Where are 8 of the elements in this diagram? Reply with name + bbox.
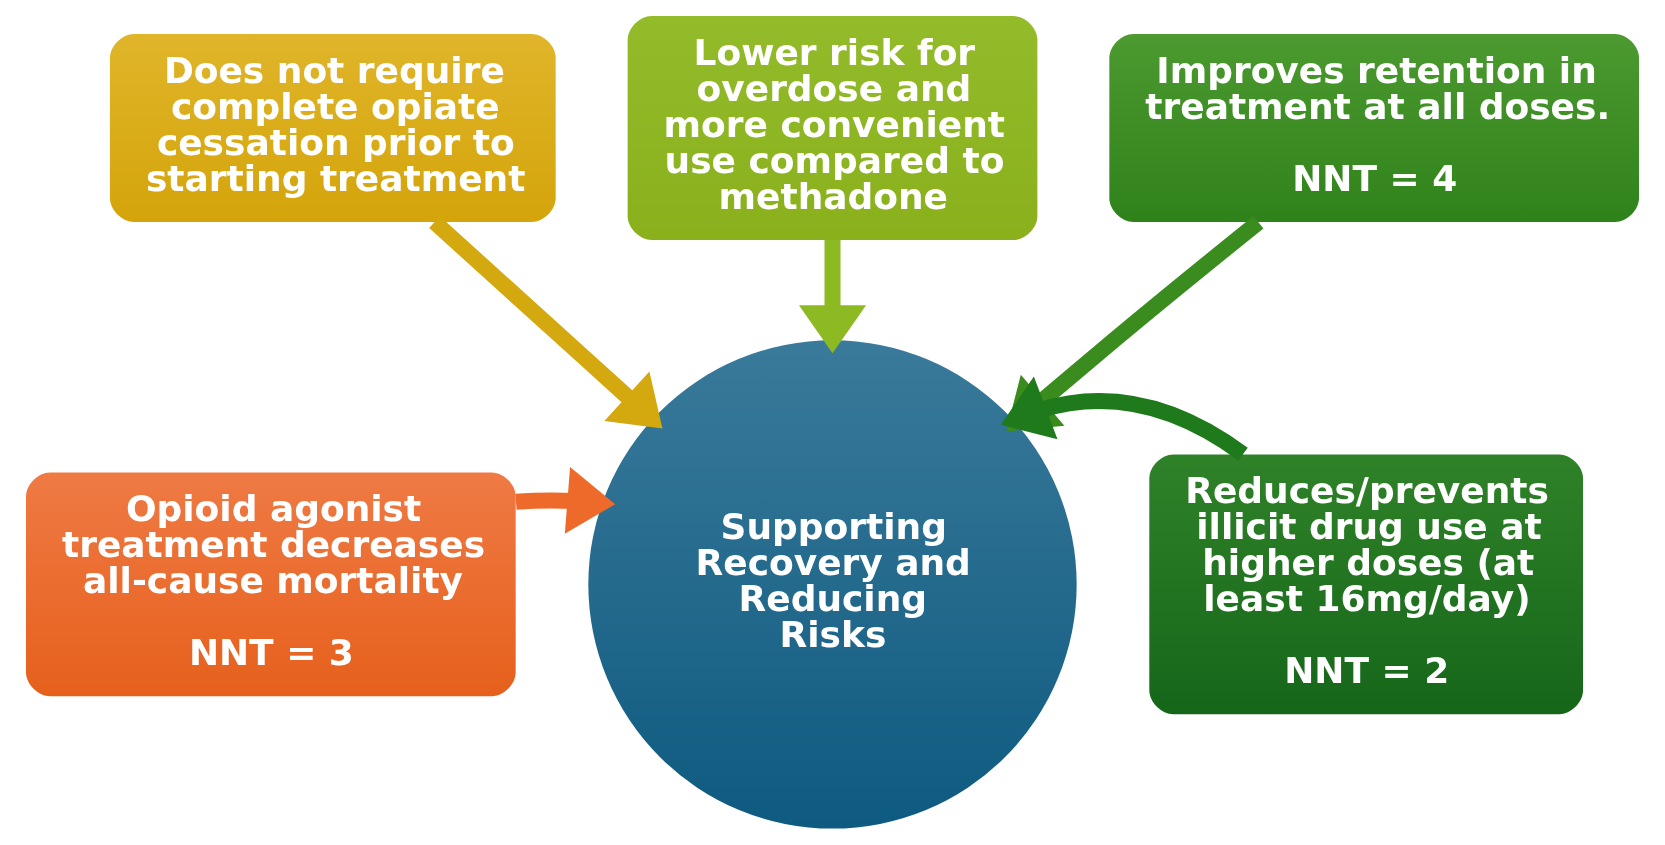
- arrow: [798, 240, 867, 354]
- node-box: Does not require complete opiate cessation prior to starting treatment: [109, 34, 556, 222]
- node-box: Lower risk for overdose and more convenient use compared to methadone: [627, 16, 1038, 240]
- node-box: Reduces/prevents illicit drug use at higher doses (at least 16mg/day) NNT = 2: [1149, 454, 1584, 715]
- node-box: Improves retention in treatment at all doses. NNT = 4: [1109, 34, 1639, 222]
- arrow: [515, 467, 616, 534]
- node-circle: Supporting Recovery and Reducing Risks: [588, 340, 1077, 829]
- node-box: Opioid agonist treatment decreases all-cause mortality NNT = 3: [26, 472, 516, 697]
